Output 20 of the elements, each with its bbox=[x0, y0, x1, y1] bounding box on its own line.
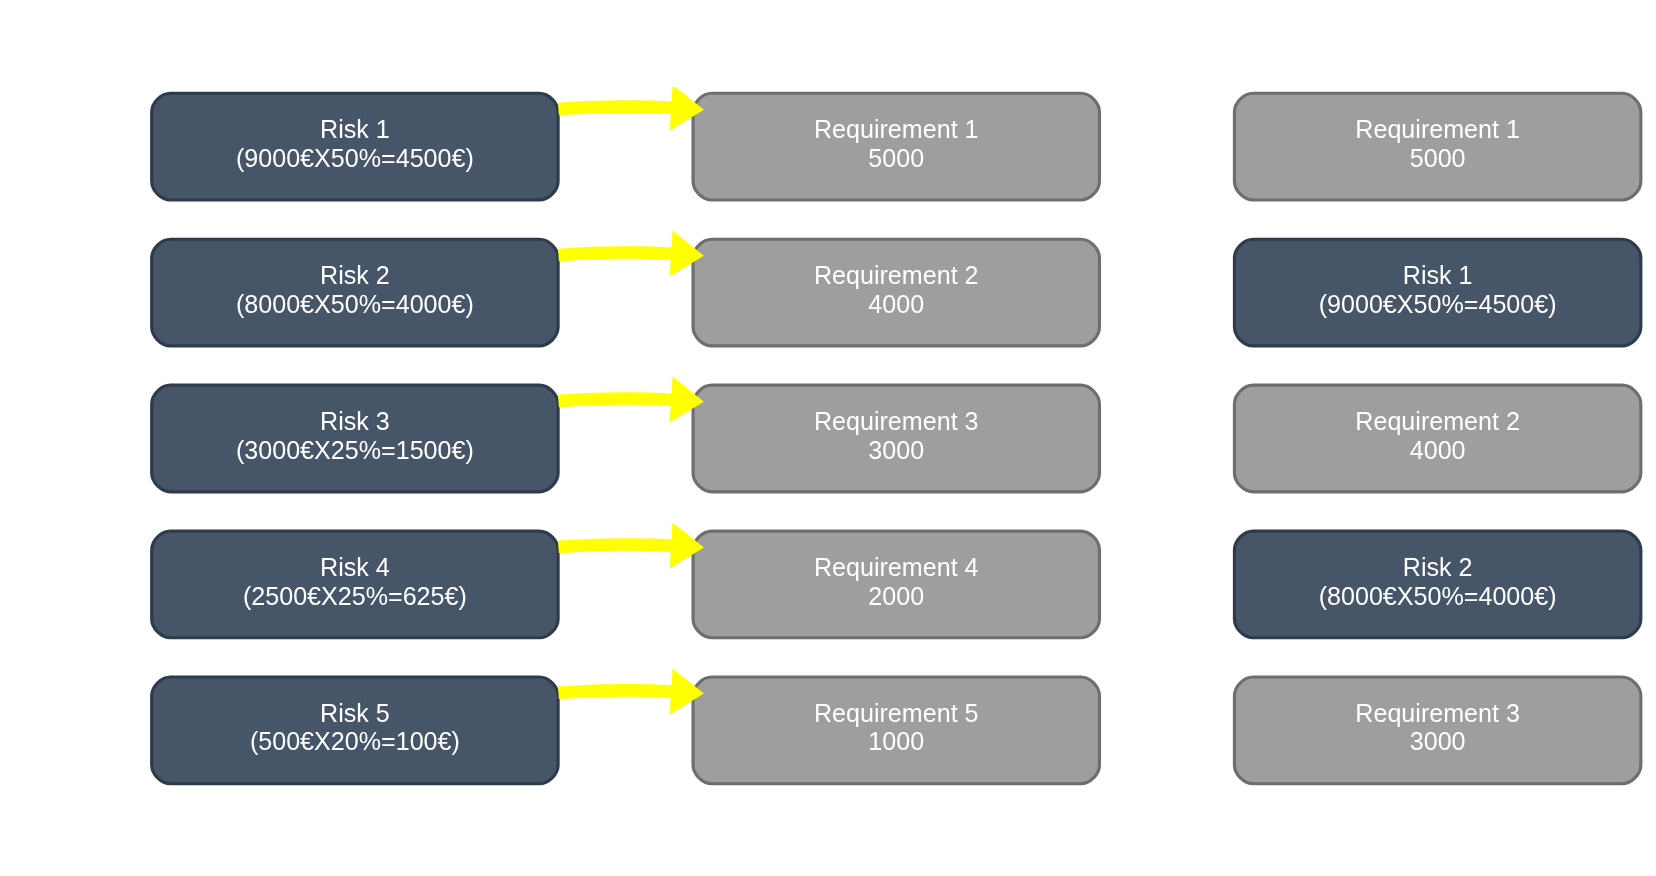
node-box: Requirement 5 1000 bbox=[691, 674, 1102, 785]
arrow bbox=[558, 86, 704, 131]
node-box: Requirement 3 3000 bbox=[691, 383, 1102, 493]
node-box: Requirement 1 5000 bbox=[691, 91, 1102, 202]
node-box: Requirement 2 4000 bbox=[1232, 383, 1643, 493]
node-box: Risk 1 (9000€X50%=4500€) bbox=[150, 91, 560, 202]
arrow bbox=[558, 376, 704, 423]
arrow bbox=[558, 522, 704, 568]
node-box: Risk 5 (500€X20%=100€) bbox=[150, 674, 560, 785]
node-box: Requirement 4 2000 bbox=[691, 529, 1102, 639]
node-box: Risk 4 (2500€X25%=625€) bbox=[150, 529, 560, 639]
node-box: Risk 3 (3000€X25%=1500€) bbox=[150, 383, 560, 493]
arrow bbox=[558, 667, 704, 714]
node-box: Requirement 3 3000 bbox=[1232, 674, 1643, 785]
node-box: Requirement 2 4000 bbox=[691, 237, 1102, 347]
node-box: Requirement 1 5000 bbox=[1232, 91, 1643, 202]
node-box: Risk 2 (8000€X50%=4000€) bbox=[150, 237, 560, 347]
node-box: Risk 1 (9000€X50%=4500€) bbox=[1232, 237, 1643, 347]
arrow bbox=[558, 230, 704, 277]
node-box: Risk 2 (8000€X50%=4000€) bbox=[1232, 529, 1643, 639]
